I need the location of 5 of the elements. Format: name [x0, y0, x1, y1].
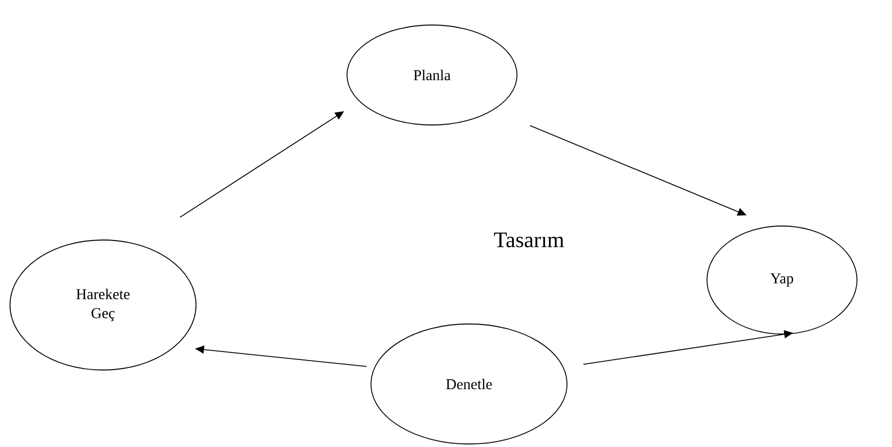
ellipse-node: Yap [706, 226, 858, 334]
ellipse-node: Harekete Geç [10, 240, 196, 370]
ellipse-node: Denetle [370, 324, 568, 444]
ellipse-node: Planla [346, 24, 518, 126]
center-label: Tasarım [494, 232, 564, 248]
